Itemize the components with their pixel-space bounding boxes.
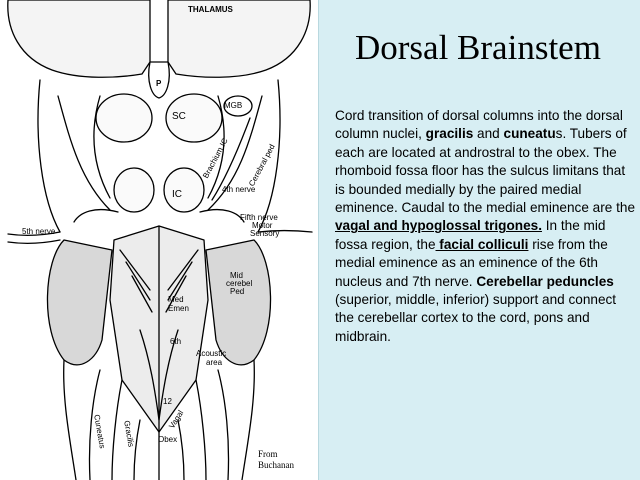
body-text-run: rise from the medial eminence as an emin… xyxy=(335,236,608,289)
body-text-run: facial colliculi xyxy=(435,236,529,252)
label-twelve: 12 xyxy=(163,397,172,406)
label-mid-cerebel-ped-3: Ped xyxy=(230,287,245,296)
label-inferior-colliculus: IC xyxy=(172,189,182,200)
label-fifth-nerve-left: 5th nerve xyxy=(22,227,56,236)
label-mgb: MGB xyxy=(224,101,243,110)
label-fifth-nerve-motor: Motor xyxy=(252,221,273,230)
body-text-run: (superior, middle, inferior) support and… xyxy=(335,292,617,344)
slide-title: Dorsal Brainstem xyxy=(355,28,601,67)
slide-body-text: Cord transition of dorsal columns into t… xyxy=(335,107,635,346)
image-credit: From Buchanan xyxy=(258,449,316,471)
label-mid-cerebel-ped-2: cerebel xyxy=(226,279,253,288)
body-text-run: In the mid fossa region, the xyxy=(335,218,606,252)
label-acoustic-area-2: area xyxy=(206,358,223,367)
label-fifth-nerve-sensory: Sensory xyxy=(250,229,280,238)
brainstem-drawing xyxy=(7,0,313,480)
brainstem-illustration: THALAMUS P SC MGB Brachium IC Cerebral p… xyxy=(0,0,318,480)
body-text-run: s. Tubers of each are located at androst… xyxy=(335,126,635,216)
label-thalamus: THALAMUS xyxy=(188,5,233,14)
label-mid-cerebel-ped-1: Mid xyxy=(230,271,243,280)
credit-line-2: Buchanan xyxy=(258,460,294,470)
body-text-run: Cerebellar peduncles xyxy=(476,273,614,289)
label-fifth-nerve-right: Fifth nerve xyxy=(240,213,278,222)
body-text-run: Cord transition of dorsal columns into t… xyxy=(335,108,623,142)
label-acoustic-area-1: Acoustic xyxy=(196,349,227,358)
body-text-run: and xyxy=(473,126,504,142)
label-obex: Obex xyxy=(158,435,178,444)
label-fourth-nerve: 4th nerve xyxy=(222,185,256,194)
body-text-run: gracilis xyxy=(425,126,474,142)
body-text-run: vagal and hypoglossal trigones. xyxy=(335,218,542,234)
text-panel: Dorsal Brainstem Cord transition of dors… xyxy=(318,0,640,480)
credit-line-1: From xyxy=(258,449,278,459)
body-text-run: cuneatu xyxy=(503,126,556,142)
label-pineal: P xyxy=(156,79,162,88)
label-med-emen-1: Med xyxy=(168,295,184,304)
label-superior-colliculus: SC xyxy=(172,111,186,122)
label-sixth: 6th xyxy=(170,337,182,346)
label-med-emen-2: Emen xyxy=(168,304,189,313)
